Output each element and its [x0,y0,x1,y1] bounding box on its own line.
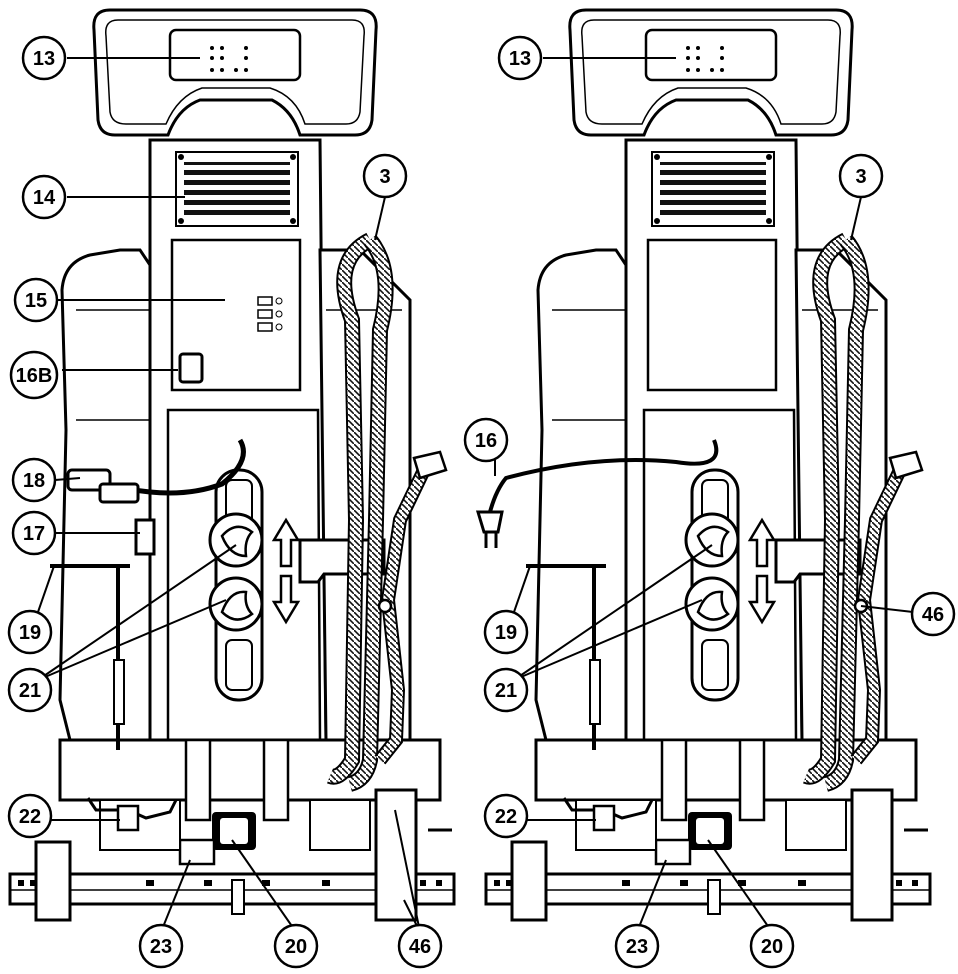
right-callout-20: 20 [749,923,795,969]
right-callout-46: 46 [910,591,956,637]
callout-label: 19 [19,622,41,644]
right-callout-16: 16 [463,417,509,463]
callout-label: 20 [285,936,307,958]
left-callout-13: 13 [21,35,67,81]
callout-label: 19 [495,622,517,644]
right-callout-22: 22 [483,793,529,839]
left-callout-21: 21 [7,667,53,713]
callout-label: 13 [33,48,55,70]
right-callout-3: 3 [838,153,884,199]
callout-label: 3 [855,166,866,188]
callout-label: 16B [16,365,53,387]
circuit-breaker-icon [134,518,156,556]
callout-label: 13 [509,48,531,70]
charger-cord-icon [99,438,246,496]
left-callout-14: 14 [21,174,67,220]
callout-label: 21 [19,680,41,702]
callout-label: 18 [23,470,45,492]
callout-label: 23 [150,936,172,958]
left-callout-18: 18 [11,457,57,503]
right-callout-19: 19 [483,609,529,655]
left-callout-23: 23 [138,923,184,969]
callout-label: 21 [495,680,517,702]
left-callout-46: 46 [397,923,443,969]
callouts: 13 14 3 15 16B 18 17 19 21 22 23 20 46 13 3 16 19 21 46 22 2… [7,35,956,969]
left-callout-20: 20 [273,923,319,969]
callout-label: 23 [626,936,648,958]
left-figure [10,10,454,920]
callout-label: 22 [495,806,517,828]
callout-label: 46 [409,936,431,958]
callout-label: 3 [379,166,390,188]
left-callout-3: 3 [362,153,408,199]
left-callout-19: 19 [7,609,53,655]
callout-label: 14 [33,187,56,209]
battery-indicator-icon [257,296,283,332]
power-inlet-icon [178,352,204,384]
right-callout-21: 21 [483,667,529,713]
right-callout-23: 23 [614,923,660,969]
right-callout-13: 13 [497,35,543,81]
callout-label: 15 [25,290,47,312]
left-callout-22: 22 [7,793,53,839]
left-callout-16b: 16B [9,350,59,400]
callout-label: 17 [23,523,45,545]
callout-label: 46 [922,604,944,626]
power-cord-icon [488,439,719,513]
left-callout-17: 17 [11,510,57,556]
callout-label: 16 [475,430,497,452]
leader-lines [37,57,914,933]
callout-label: 20 [761,936,783,958]
left-callout-15: 15 [13,277,59,323]
right-figure [475,10,930,920]
callout-label: 22 [19,806,41,828]
